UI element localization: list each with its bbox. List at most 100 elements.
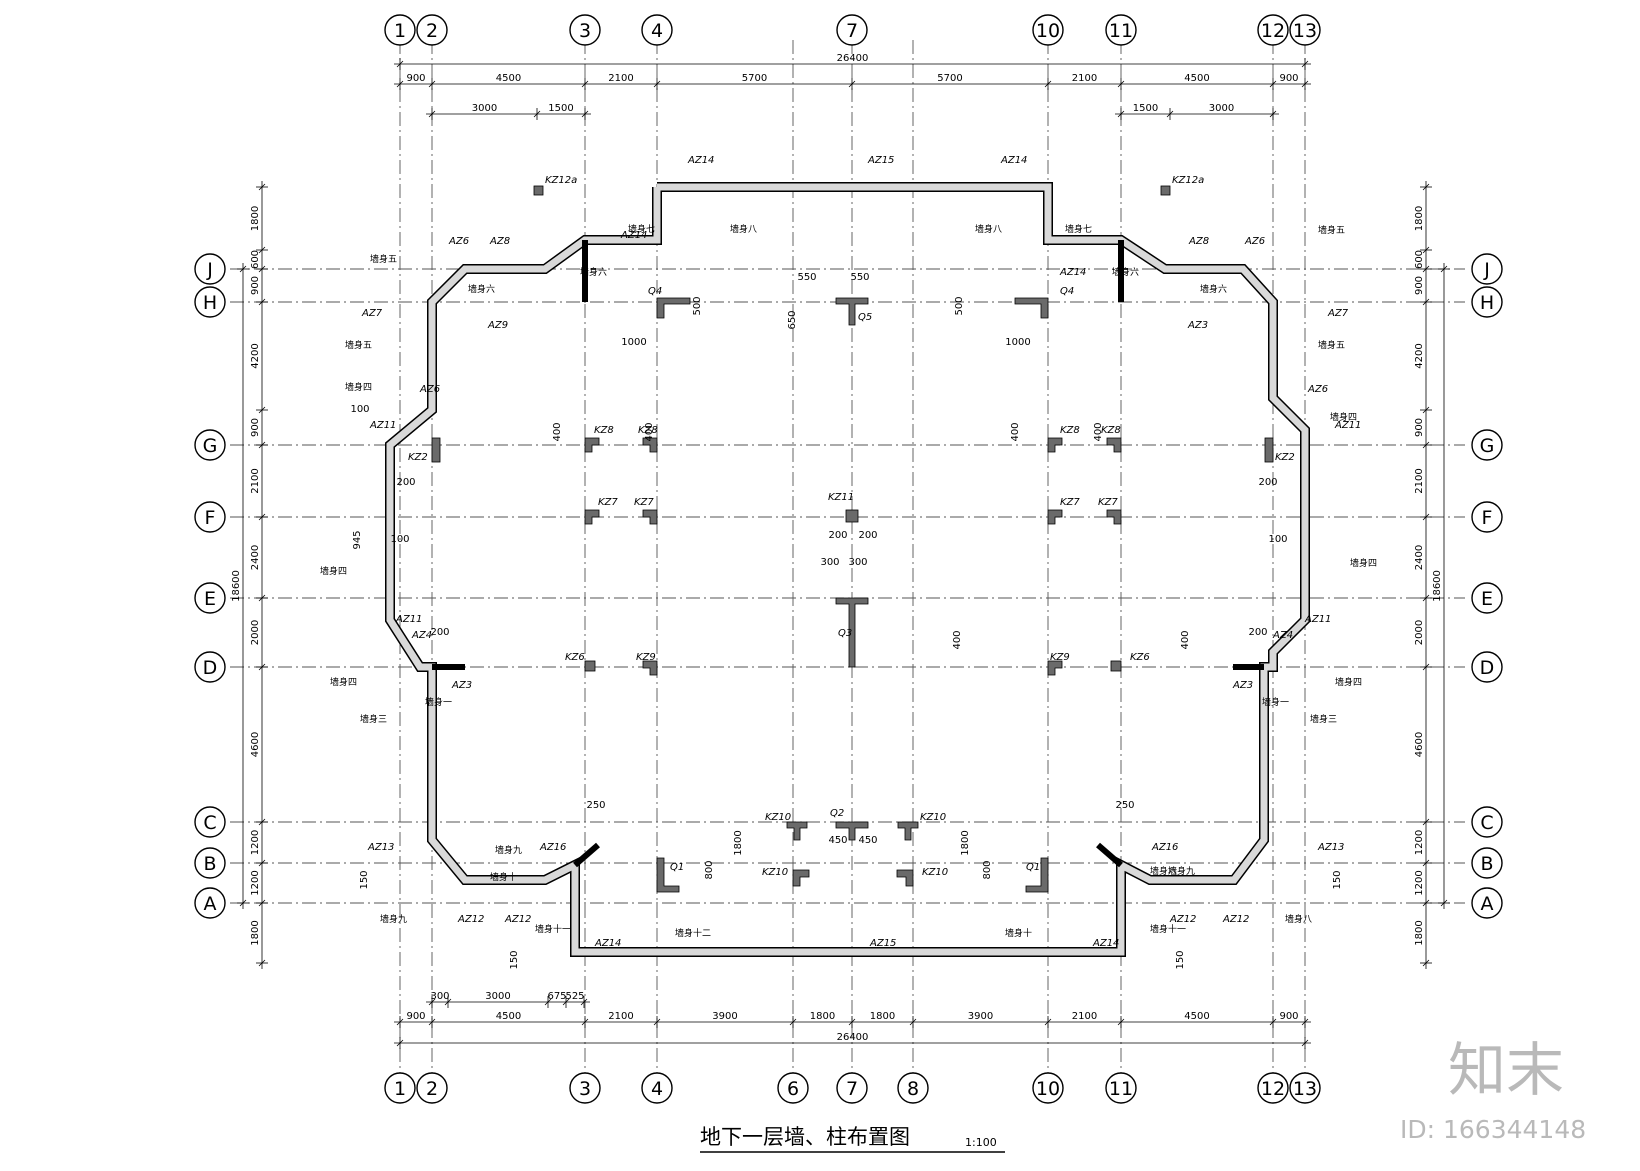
dim-bottom-text: 1800 [810,1011,835,1022]
label-wall-body-28: 墙身八 [1150,865,1177,877]
axis-top-7: 7 [846,20,858,42]
wall-q1-left [656,857,680,893]
axis-top-12: 12 [1261,20,1285,42]
axis-left-F: F [205,507,216,529]
dim-bottom-slash [1117,1018,1125,1026]
dim-q5-c: 650 [787,310,798,329]
dim-q5-a: 550 [797,272,816,283]
label-kz12a-right: KZ12a [1172,175,1204,186]
label-wall-body-20: 墙身三 [360,713,387,725]
dim-top-text: 4500 [1184,73,1209,84]
label-wall-body-7: 墙身七 [1065,223,1092,235]
label-kz2-right: KZ2 [1275,452,1295,463]
dim-right-slash [1422,441,1430,449]
dim-bottom-sub-text: 3000 [485,991,510,1002]
axis-top-13-circle [1289,14,1321,46]
dim-q2-b: 450 [858,835,877,846]
label-kz10-d: KZ10 [922,867,948,878]
dim-bottom-text: 4500 [496,1011,521,1022]
label-wall-body-14: 墙身四 [320,565,347,577]
axis-right-E-circle [1471,582,1503,614]
label-az3-right: AZ3 [1232,680,1253,691]
axis-bottom-1-circle [384,1072,416,1104]
axis-left-A: A [204,893,217,915]
dim-bottom-text: 1800 [870,1011,895,1022]
axis-top-7-circle [836,14,868,46]
label-wall-body-30: 墙身十一 [1150,923,1186,935]
dim-top-text: 900 [406,73,425,84]
label-az8-tl: AZ8 [489,236,510,247]
dim-bottom-total-slash [396,1039,404,1047]
label-az11-ur: AZ11 [1334,420,1361,431]
axis-right-A-circle [1471,887,1503,919]
dim-top-sub-left-slash [533,110,541,118]
column-kz6-right [1110,660,1122,672]
dim-left-slash [258,183,266,191]
dim-top-slash [848,80,856,88]
dim-bottom-slash [428,1018,436,1026]
dim-bottom-text: 3900 [968,1011,993,1022]
drawing-title: 地下一层墙、柱布置图 [700,1125,910,1149]
dim-bottom-slash [396,1018,404,1026]
dim-kz10-v-l: 1800 [733,830,744,855]
label-wall-body-16: 墙身四 [330,676,357,688]
dim-top-text: 5700 [937,73,962,84]
dim-kz2-c: 200 [1258,477,1277,488]
label-wall-body-1: 墙身五 [1318,224,1345,236]
axis-left-E-circle [194,582,226,614]
dim-right-text: 1800 [1414,920,1425,945]
dim-left-text: 4600 [250,732,261,757]
label-az11-lr: AZ11 [1304,614,1331,625]
dim-left-slash [258,959,266,967]
label-az13-left: AZ13 [367,842,394,853]
dim-bottom-text: 3900 [712,1011,737,1022]
dim-kz2-b: 200 [396,477,415,488]
dim-q3-b: 300 [848,557,867,568]
axis-top-12-circle [1257,14,1289,46]
axis-right-E: E [1481,588,1493,610]
axis-bottom-13-circle [1289,1072,1321,1104]
dim-top-text: 2100 [1072,73,1097,84]
axis-bottom-4-circle [641,1072,673,1104]
axis-left-J: J [206,259,213,281]
dim-top-sub-right-slash [1117,110,1125,118]
label-az14-right: AZ14 [1059,267,1086,278]
label-kz2-left: KZ2 [408,452,428,463]
dim-bottom-slash [653,1018,661,1026]
dim-kz9-rr: 400 [952,630,963,649]
label-q4-left: Q4 [648,286,662,297]
label-az9: AZ9 [487,320,508,331]
stub-wall-4 [573,842,600,868]
dim-right-text: 600 [1414,250,1425,269]
column-kz7-d [1106,509,1122,525]
dim-left-total-slash [239,265,247,273]
label-wall-body-18: 墙身一 [425,696,452,708]
label-az7-left: AZ7 [361,308,383,319]
dim-bottom-sub-slash [562,998,570,1006]
dim-az14-bl: 150 [509,950,520,969]
dim-top-text: 5700 [742,73,767,84]
dim-left-text: 2400 [250,545,261,570]
axis-right-B-circle [1471,847,1503,879]
axis-top-3-circle [569,14,601,46]
dim-d900-hint: 100 [390,534,409,545]
dim-bottom-sub-slash [580,998,588,1006]
dim-az13-r: 150 [1332,870,1343,889]
label-kz8-a: KZ8 [594,425,614,436]
axis-bottom-6-circle [777,1072,809,1104]
label-wall-body-11: 墙身五 [1318,339,1345,351]
dim-right-text: 4600 [1414,732,1425,757]
dim-top-sub-right-text: 1500 [1133,103,1158,114]
dim-bottom-sub-text: 675 [547,991,566,1002]
dim-left-slash [258,246,266,254]
column-kz7-b [642,509,658,525]
dim-top-sub-right-slash [1269,110,1277,118]
label-wall-body-27: 墙身八 [1285,913,1312,925]
dim-top-sub-right-text: 3000 [1209,103,1234,114]
label-az15-bottom: AZ15 [869,938,896,949]
dim-bottom-sub-text: 300 [430,991,449,1002]
dim-d945: 945 [352,530,363,549]
label-az3-left: AZ3 [451,680,472,691]
column-kz7-c [1047,509,1063,525]
